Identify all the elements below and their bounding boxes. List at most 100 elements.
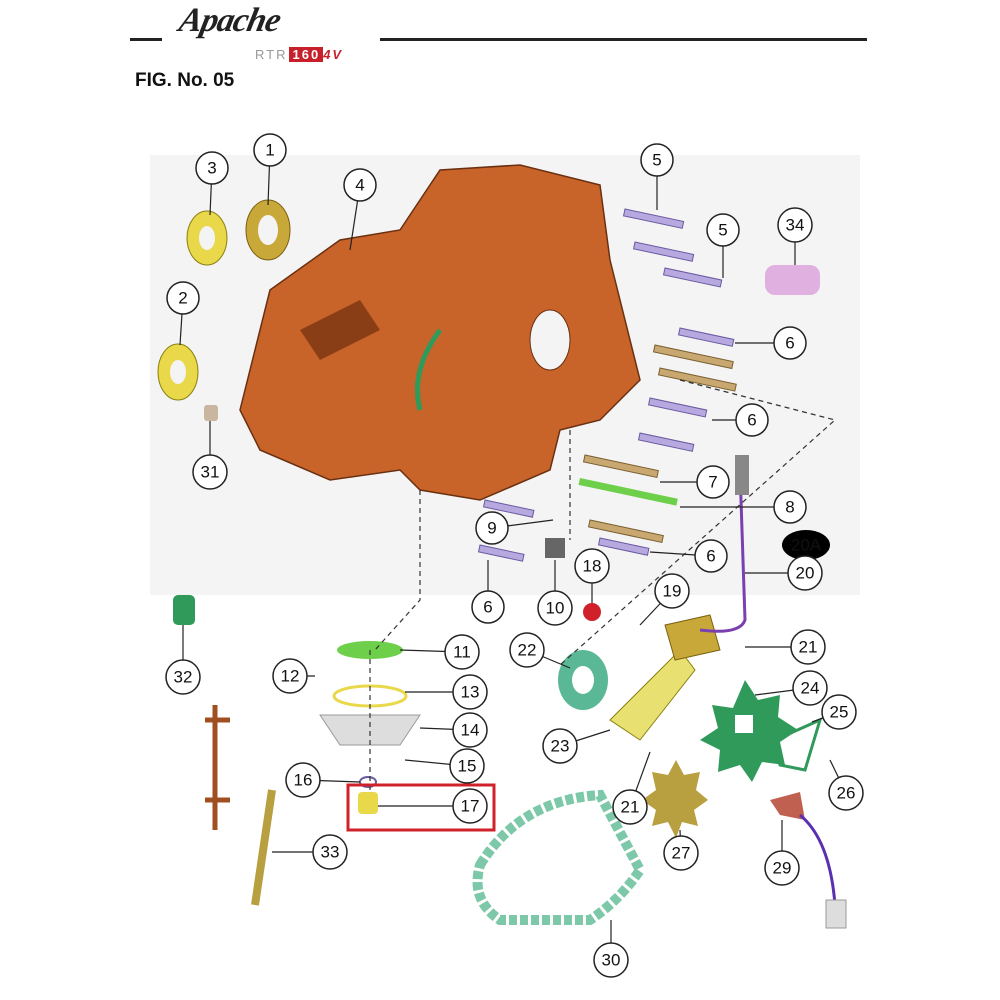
stud-8[interactable] xyxy=(578,477,678,506)
callout-label: 6 xyxy=(785,334,794,353)
callout-circle xyxy=(452,674,488,710)
callout-12[interactable]: 12 xyxy=(272,658,308,694)
figure-title: FIG. No. 05 xyxy=(135,70,235,91)
callout-8[interactable]: 8 xyxy=(773,490,807,524)
callout-31[interactable]: 31 xyxy=(192,454,228,490)
guide-line xyxy=(374,490,421,651)
callout-10[interactable]: 10 xyxy=(537,590,573,626)
callout-3[interactable]: 3 xyxy=(195,151,229,185)
callout-13[interactable]: 13 xyxy=(452,674,488,710)
callout-33[interactable]: 33 xyxy=(312,834,348,870)
callout-34[interactable]: 34 xyxy=(777,207,813,243)
stud[interactable] xyxy=(652,344,734,370)
stud[interactable] xyxy=(582,454,659,479)
bracket-33-b[interactable] xyxy=(251,789,276,906)
callout-label: 22 xyxy=(518,641,537,660)
callout-17[interactable]: 17 xyxy=(452,788,488,824)
callout-circle xyxy=(452,788,488,824)
callout-circle xyxy=(706,213,740,247)
callout-label: 5 xyxy=(718,221,727,240)
callout-5[interactable]: 5 xyxy=(640,143,674,177)
bolt[interactable] xyxy=(637,432,695,452)
callout-6[interactable]: 6 xyxy=(471,590,505,624)
sensor-20[interactable] xyxy=(664,614,721,661)
cover-14[interactable] xyxy=(319,714,421,746)
callout-label: 21 xyxy=(799,638,818,657)
bolt[interactable] xyxy=(662,267,723,288)
sprocket-27[interactable] xyxy=(642,760,708,838)
callout-1[interactable]: 1 xyxy=(253,133,287,167)
callout-6[interactable]: 6 xyxy=(773,326,807,360)
callout-label: 17 xyxy=(461,797,480,816)
stud[interactable] xyxy=(587,519,664,544)
callout-27[interactable]: 27 xyxy=(663,835,699,871)
bolt[interactable] xyxy=(647,397,708,418)
callout-30[interactable]: 30 xyxy=(593,942,629,978)
bolt[interactable] xyxy=(677,327,735,347)
callout-25[interactable]: 25 xyxy=(821,694,857,730)
seal-22-bore xyxy=(572,666,594,694)
callout-circle xyxy=(773,490,807,524)
callout-18[interactable]: 18 xyxy=(574,548,610,584)
callout-24[interactable]: 24 xyxy=(792,670,828,706)
callout-21[interactable]: 21 xyxy=(790,629,826,665)
gasket-25[interactable] xyxy=(773,717,823,772)
callout-19[interactable]: 19 xyxy=(654,573,690,609)
callout-4[interactable]: 4 xyxy=(343,168,377,202)
sensor-29[interactable] xyxy=(770,792,805,820)
chain-30[interactable] xyxy=(472,789,646,925)
callout-6[interactable]: 6 xyxy=(735,403,769,437)
bolt[interactable] xyxy=(622,208,685,229)
callout-20[interactable]: 20 xyxy=(787,555,823,591)
callout-14[interactable]: 14 xyxy=(452,712,488,748)
callout-label: 1 xyxy=(265,141,274,160)
callout-29[interactable]: 29 xyxy=(764,850,800,886)
sensor-wire-29 xyxy=(799,813,837,906)
bolt[interactable] xyxy=(477,544,525,562)
callout-circle xyxy=(790,629,826,665)
part-10[interactable] xyxy=(545,538,565,558)
callout-23[interactable]: 23 xyxy=(542,728,578,764)
callout-2[interactable]: 2 xyxy=(166,281,200,315)
part-32[interactable] xyxy=(173,595,195,625)
bracket-33[interactable] xyxy=(205,705,230,830)
callout-circle xyxy=(195,151,229,185)
callout-circle xyxy=(777,207,813,243)
callout-label: 16 xyxy=(294,771,313,790)
callout-6[interactable]: 6 xyxy=(694,539,728,573)
callout-circle xyxy=(787,555,823,591)
bolt[interactable] xyxy=(632,241,695,262)
callout-circle xyxy=(165,659,201,695)
callout-15[interactable]: 15 xyxy=(449,748,485,784)
drain-plug-17[interactable] xyxy=(358,792,378,814)
bolt[interactable] xyxy=(482,499,535,518)
callout-label: 19 xyxy=(663,582,682,601)
plate-23[interactable] xyxy=(609,649,696,741)
callout-9[interactable]: 9 xyxy=(475,511,509,545)
callout-label: 20 xyxy=(796,564,815,583)
callout-21[interactable]: 21 xyxy=(612,789,648,825)
callout-circle xyxy=(471,590,505,624)
callout-20a[interactable]: 20A xyxy=(782,530,830,560)
callout-label: 32 xyxy=(174,668,193,687)
callout-32[interactable]: 32 xyxy=(165,659,201,695)
bolt-group xyxy=(477,208,735,562)
seal-18[interactable] xyxy=(583,603,601,621)
callout-5[interactable]: 5 xyxy=(706,213,740,247)
sprocket-24-bore xyxy=(735,715,753,733)
pin-34[interactable] xyxy=(765,265,820,295)
callout-circle xyxy=(612,789,648,825)
callout-circle xyxy=(542,728,578,764)
callout-26[interactable]: 26 xyxy=(828,775,864,811)
bolt[interactable] xyxy=(597,537,650,556)
callout-16[interactable]: 16 xyxy=(285,762,321,798)
dowel-31[interactable] xyxy=(204,405,218,421)
callout-label: 9 xyxy=(487,519,496,538)
stud[interactable] xyxy=(657,367,737,392)
callout-22[interactable]: 22 xyxy=(509,632,545,668)
callout-label: 3 xyxy=(207,159,216,178)
callout-circle xyxy=(663,835,699,871)
callout-11[interactable]: 11 xyxy=(444,634,480,670)
callout-7[interactable]: 7 xyxy=(696,465,730,499)
